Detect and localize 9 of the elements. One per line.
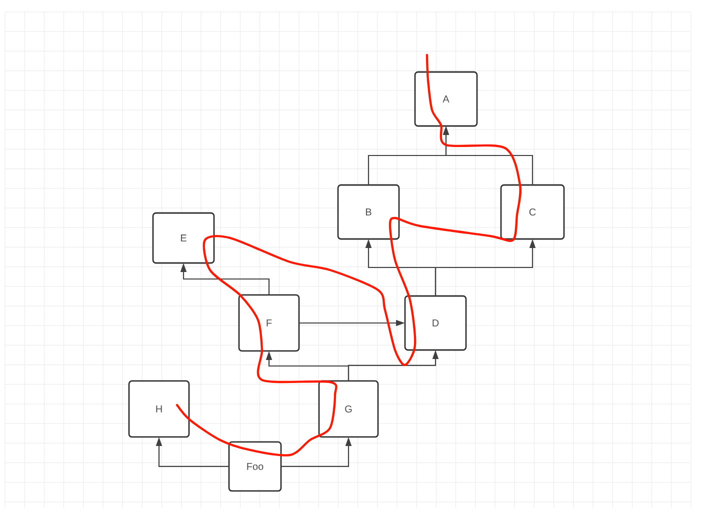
- process-box: E: [152, 212, 215, 264]
- process-box: D: [404, 295, 467, 351]
- process-box: F: [238, 294, 300, 352]
- process-box: H: [128, 380, 190, 438]
- process-box: A: [414, 71, 478, 127]
- process-box: Foo: [228, 441, 282, 492]
- process-box: C: [500, 184, 565, 240]
- process-box: G: [318, 380, 379, 438]
- process-box: B: [337, 184, 400, 240]
